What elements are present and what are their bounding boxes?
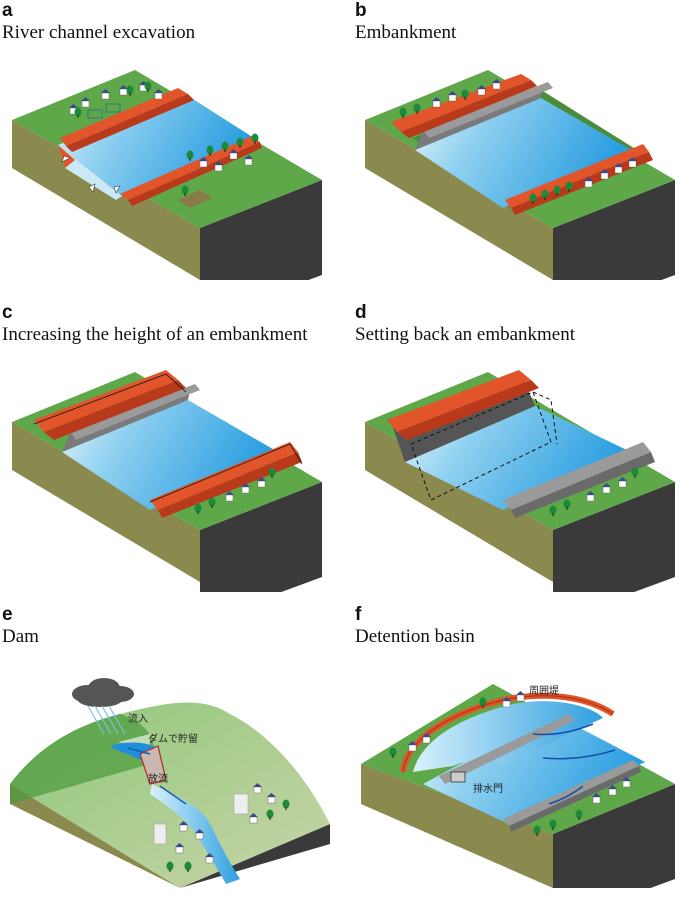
outflow-label: 放流 — [148, 772, 168, 785]
panel-f: f Detention basin 周囲堤 排水門 — [353, 604, 685, 900]
panel-d: d Setting back an embankment — [353, 302, 685, 598]
panel-e: e Dam 流入 ダムで貯留 放流 — [0, 604, 340, 900]
setting-back-embankment-diagram — [365, 370, 675, 592]
storage-label: ダムで貯留 — [148, 732, 198, 745]
panel-title: Increasing the height of an embankment — [2, 324, 308, 345]
panel-title: Embankment — [355, 22, 457, 43]
panel-title: Setting back an embankment — [355, 324, 576, 345]
panel-letter: a — [2, 0, 13, 21]
panel-letter: d — [355, 302, 367, 323]
dam-diagram: 流入 ダムで貯留 放流 — [10, 678, 330, 888]
panel-letter: c — [2, 302, 13, 323]
inflow-label: 流入 — [128, 712, 148, 725]
increasing-embankment-height-diagram — [12, 370, 322, 592]
panel-title: Detention basin — [355, 626, 475, 647]
panel-title: Dam — [2, 626, 39, 647]
detention-basin-diagram: 周囲堤 排水門 — [361, 684, 675, 888]
levee-label: 周囲堤 — [529, 685, 559, 697]
panel-b: b Embankment — [353, 0, 685, 296]
panel-letter: f — [355, 604, 362, 625]
panel-letter: b — [355, 0, 367, 21]
river-channel-excavation-diagram — [12, 70, 322, 280]
gate-label: 排水門 — [473, 782, 503, 795]
embankment-diagram — [365, 70, 675, 280]
panel-letter: e — [2, 604, 13, 625]
panel-title: River channel excavation — [2, 22, 196, 43]
panel-a: a River channel excavation — [0, 0, 340, 296]
panel-c: c Increasing the height of an embankment — [0, 302, 340, 598]
